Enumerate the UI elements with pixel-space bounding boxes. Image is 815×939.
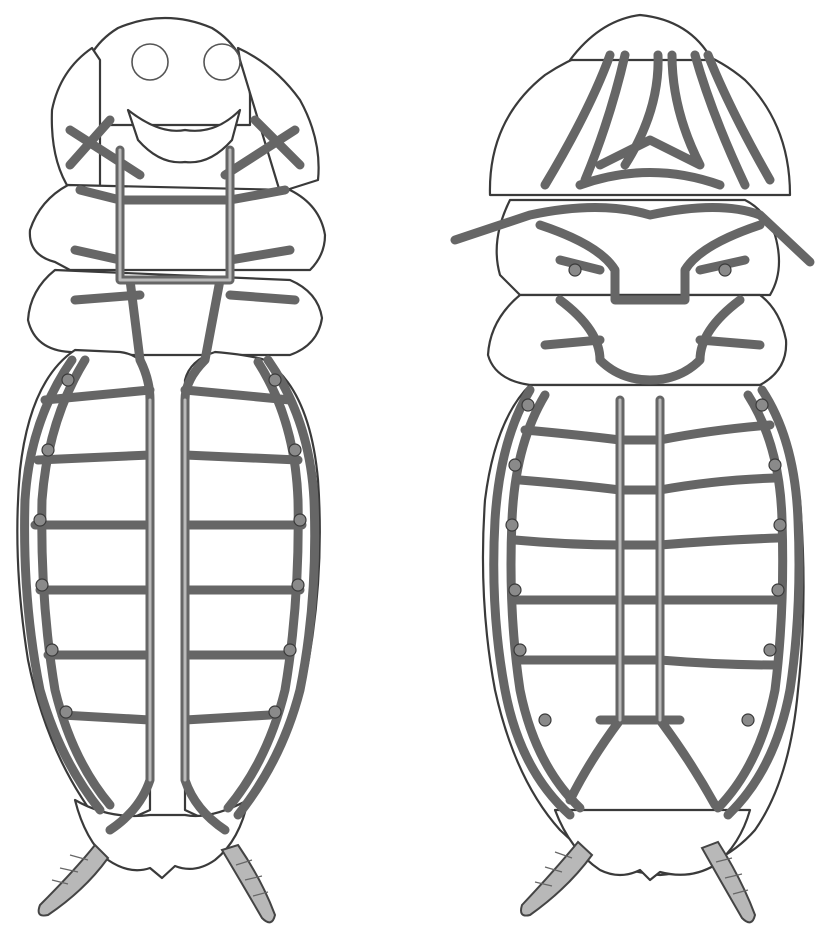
right-abdomen: [483, 385, 804, 875]
left-cercus-right: [222, 845, 275, 922]
left-pronotum: [52, 48, 100, 195]
right-head-cap: [570, 15, 712, 60]
left-insect-diagram: [17, 18, 325, 922]
right-insect-diagram: [455, 15, 810, 922]
